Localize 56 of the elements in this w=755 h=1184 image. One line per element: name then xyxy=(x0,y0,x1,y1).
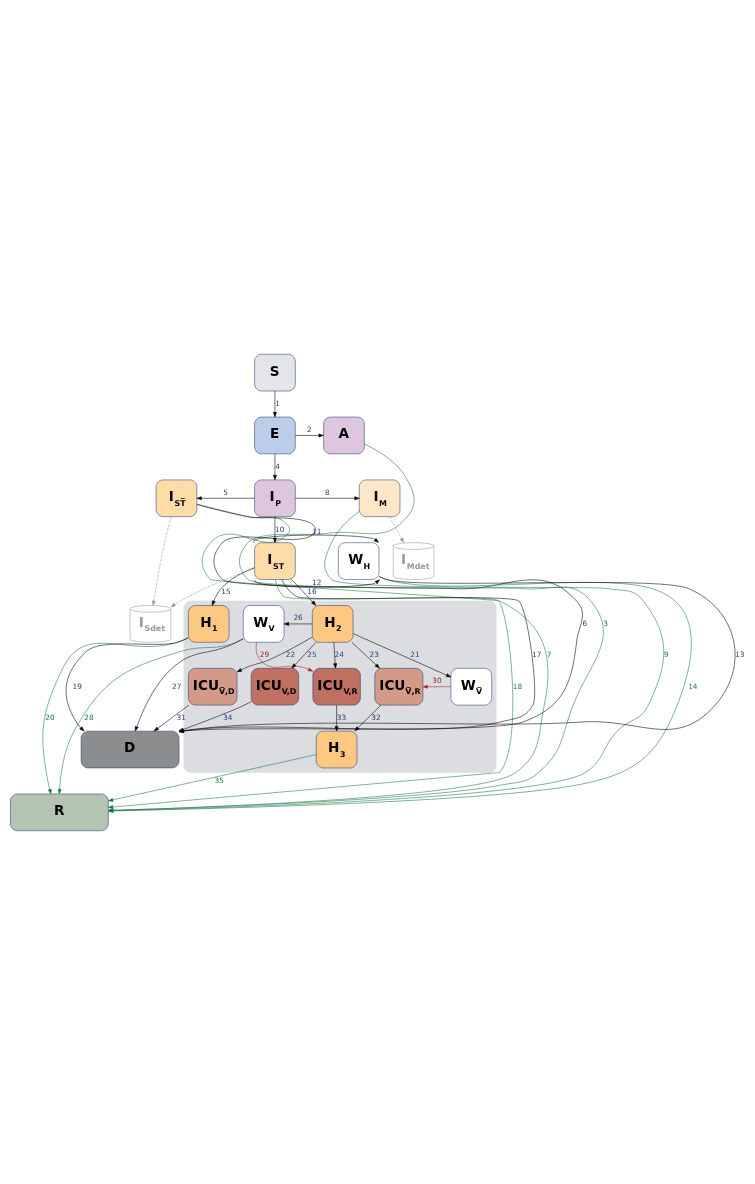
node-box: A xyxy=(323,416,365,454)
arrow xyxy=(354,704,382,731)
arrow xyxy=(333,641,338,668)
arrow xyxy=(170,567,255,607)
arrow xyxy=(295,433,324,437)
arrow xyxy=(153,704,190,731)
node-box: I$_{ST}$ xyxy=(254,541,296,580)
arrow xyxy=(108,510,665,813)
node-box: D xyxy=(80,730,180,768)
arrow xyxy=(291,641,317,668)
node-box: R xyxy=(10,793,109,831)
arrow xyxy=(42,637,189,794)
arrow xyxy=(108,443,604,812)
node-box: H$_{2}$ xyxy=(312,604,354,643)
node-box: ICU$_{V,R}$ xyxy=(312,667,361,705)
node-box: ICU$_{V,D}$ xyxy=(250,667,299,705)
arrow xyxy=(108,503,549,812)
node-box: ICU$_{V̅,D}$ xyxy=(188,667,238,705)
arrow xyxy=(273,390,277,417)
arrow xyxy=(196,495,255,500)
arrow xyxy=(283,621,313,626)
arrow xyxy=(334,704,339,731)
arrow xyxy=(254,579,380,587)
node-box: H$_{3}$ xyxy=(315,730,358,768)
arrow xyxy=(134,637,244,731)
arrow xyxy=(108,578,514,809)
arrow xyxy=(178,578,535,733)
arrow xyxy=(151,515,172,606)
node-box: E xyxy=(254,416,296,454)
node-box: I$_{P}$ xyxy=(254,479,296,517)
node-box: H$_{1}$ xyxy=(188,604,230,643)
arrow xyxy=(212,566,255,606)
arrow xyxy=(108,753,317,802)
arrow xyxy=(178,575,736,733)
arrow xyxy=(236,636,313,672)
arrow xyxy=(65,637,189,731)
arrow xyxy=(178,503,583,733)
arrow xyxy=(422,684,452,689)
arrow xyxy=(351,641,380,668)
arrow xyxy=(57,638,244,794)
arrow xyxy=(273,453,277,480)
node-box: ICU$_{V̅,R}$ xyxy=(374,667,424,705)
node-box: I$_{M}$ xyxy=(358,479,401,517)
node-box: I$_{ST̅}$ xyxy=(155,479,198,517)
arrow xyxy=(295,495,360,500)
arrow xyxy=(273,515,277,543)
arrow xyxy=(352,632,452,677)
node-box: W$_{H}$ xyxy=(338,541,380,580)
node-box: S xyxy=(254,353,296,391)
arrow xyxy=(389,515,404,543)
arrow xyxy=(178,700,252,731)
arrow xyxy=(253,534,379,543)
node-box: W$_{V̅}$ xyxy=(450,667,492,705)
arrow xyxy=(291,578,317,606)
node-box: W$_{V}$ xyxy=(242,604,285,643)
arrow xyxy=(255,641,314,672)
